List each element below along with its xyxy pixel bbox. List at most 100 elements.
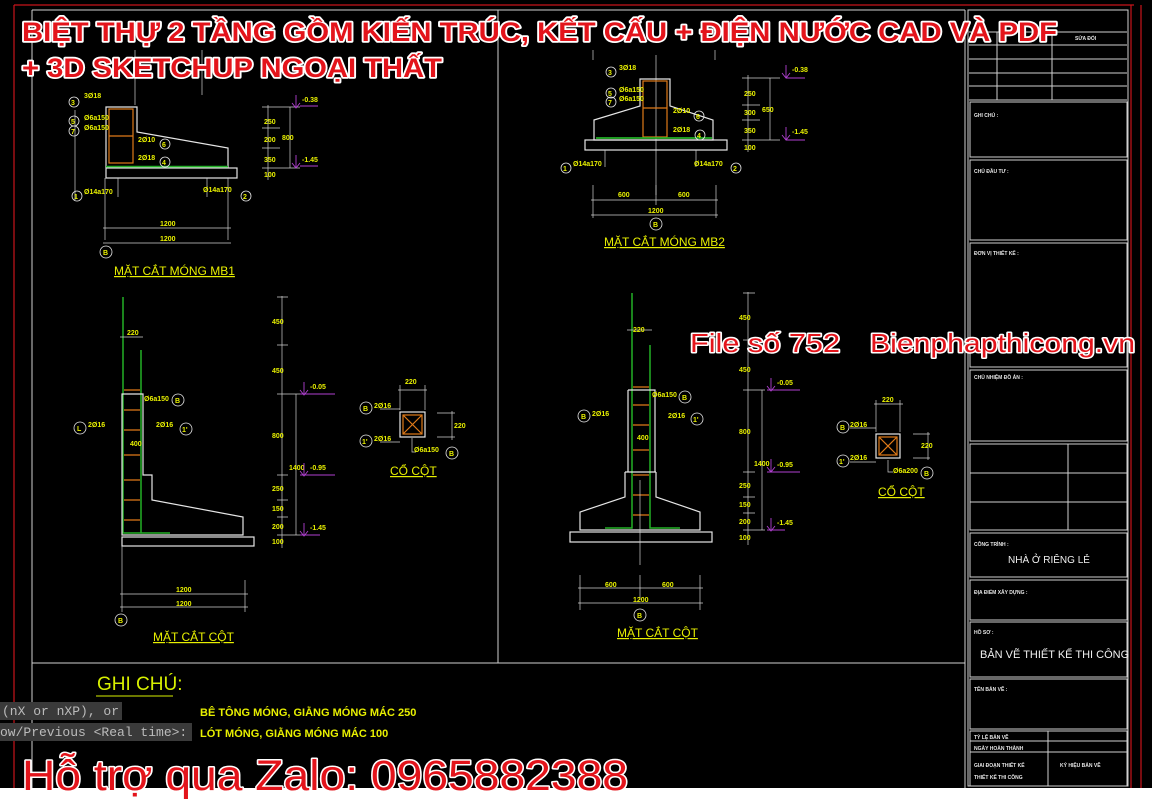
col1-elevation: -0.95: [310, 465, 326, 472]
col1-label: 400: [130, 441, 142, 448]
neck1-mark: 1': [362, 439, 368, 446]
mb1-dim-bottom: 1200: [160, 236, 176, 243]
tb-dossier: BẢN VẼ THIẾT KẾ THI CÔNG: [980, 648, 1129, 661]
mb2-vdim: 300: [744, 110, 756, 117]
col1-mark: 1': [182, 427, 188, 434]
overlay-title-line1: BIỆT THỰ 2 TẦNG GỒM KIẾN TRÚC, KẾT CẤU +…: [22, 16, 1057, 47]
neck1-label: Ø6a150: [414, 447, 439, 454]
mb2-label: Ø6a150: [619, 96, 644, 103]
mb1-mark: 2: [243, 194, 247, 201]
section-mb2[interactable]: 600 600 1200 B MẶT CẮT MÓNG MB2 3 3Ø18 5…: [560, 50, 808, 249]
col1-mark: B: [175, 398, 180, 405]
col2-elevation: -1.45: [777, 520, 793, 527]
mb1-mark: 4: [162, 160, 166, 167]
tb-project-label: CÔNG TRÌNH :: [974, 540, 1009, 548]
command-line[interactable]: (nX or nXP), or ow/Previous <Real time>:: [0, 702, 192, 741]
section-mb1[interactable]: B 1200 1200 MẶT CẮT MÓNG MB1 3 3Ø18 5 Ø6…: [68, 50, 318, 278]
column-neck-2[interactable]: 220 220 B 2Ø16 1' 2Ø16 Ø6a200 B CỔ CỘT: [836, 397, 934, 499]
mb1-mark: 7: [71, 129, 75, 136]
note-item: BÊ TÔNG MÓNG, GIẰNG MÓNG MÁC 250: [200, 706, 416, 719]
tb-investor: CHỦ ĐẦU TƯ :: [974, 168, 1009, 175]
mb1-vdim: 350: [264, 157, 276, 164]
tb-revision: SỬA ĐỔI: [1075, 35, 1097, 42]
section-column-2[interactable]: 600 600 1200 B MẶT CẮT CỘT 220 Ø6a150 B …: [569, 292, 800, 640]
mb1-label: Ø14a170: [84, 189, 113, 196]
tb-manager: CHỦ NHIỆM ĐỒ ÁN :: [974, 373, 1023, 381]
overlay-website: Bienphapthicong.vn: [870, 328, 1135, 358]
mb1-axis: B: [103, 250, 108, 257]
mb2-title: MẶT CẮT MÓNG MB2: [604, 234, 725, 249]
section-column-1[interactable]: 1200 1200 B MẶT CẮT CỘT 220 Ø6a150 B L 2…: [73, 296, 335, 644]
mb1-mark: 6: [162, 142, 166, 149]
mb2-dim: 1200: [648, 208, 664, 215]
mb2-label: 2Ø10: [673, 108, 690, 115]
mb2-mark: 3: [608, 70, 612, 77]
mb2-vdim: 250: [744, 91, 756, 98]
col2-dim: 600: [662, 582, 674, 589]
bottom-strip: [0, 788, 1152, 803]
tb-owner-note: GHI CHÚ :: [974, 112, 999, 119]
neck1-label: 220: [405, 379, 417, 386]
col1-vdim: 450: [272, 368, 284, 375]
mb1-label: 3Ø18: [84, 93, 101, 100]
col1-elevation: -0.05: [310, 384, 326, 391]
col2-mark: B: [682, 395, 687, 402]
col1-label: 220: [127, 330, 139, 337]
note-item: LÓT MÓNG, GIẰNG MÓNG MÁC 100: [200, 727, 388, 740]
neck1-label: 2Ø16: [374, 436, 391, 443]
col1-mark: L: [77, 426, 82, 433]
neck2-mark: B: [840, 425, 845, 432]
col1-title: MẶT CẮT CỘT: [153, 629, 235, 644]
tb-phase2: THIẾT KẾ THI CÔNG: [974, 773, 1023, 781]
notes-heading: GHI CHÚ:: [97, 673, 183, 695]
neck2-title: CỔ CỘT: [878, 484, 925, 499]
col2-elevation: -0.95: [777, 462, 793, 469]
mb2-label: 2Ø18: [673, 127, 690, 134]
neck1-label: 2Ø16: [374, 403, 391, 410]
col2-label: 400: [637, 435, 649, 442]
mb1-mark: 3: [71, 100, 75, 107]
neck2-label: Ø6a200: [893, 468, 918, 475]
mb2-label: Ø14a170: [573, 161, 602, 168]
col1-label: 2Ø16: [88, 422, 105, 429]
col1-label: 2Ø16: [156, 422, 173, 429]
mb1-elevation: -1.45: [302, 157, 318, 164]
col2-vdim: 250: [739, 483, 751, 490]
tb-location: ĐỊA ĐIỂM XÂY DỰNG :: [974, 589, 1028, 596]
neck1-mark: B: [363, 406, 368, 413]
neck1-title: CỔ CỘT: [390, 463, 437, 478]
neck2-label: 220: [921, 443, 933, 450]
col1-dim: 1200: [176, 587, 192, 594]
col2-elevation: -0.05: [777, 380, 793, 387]
mb2-vdim: 350: [744, 128, 756, 135]
col2-label: 2Ø16: [668, 413, 685, 420]
col2-mark: B: [581, 414, 586, 421]
mb2-vdim: 100: [744, 145, 756, 152]
tb-project: NHÀ Ở RIÊNG LẺ: [1008, 553, 1090, 566]
mb1-mark: 1: [74, 194, 78, 201]
col2-vdim: 450: [739, 315, 751, 322]
overlay-title-line2: + 3D SKETCHUP NGOẠI THẤT: [22, 52, 443, 83]
column-neck-1[interactable]: 220 220 B 2Ø16 1' 2Ø16 Ø6a150 B CỔ CỘT: [359, 379, 466, 478]
mb1-label: Ø6a150: [84, 115, 109, 122]
mb1-dim-top: 1200: [160, 221, 176, 228]
mb1-vdim: 100: [264, 172, 276, 179]
mb1-elevation: -0.38: [302, 97, 318, 104]
col1-label: Ø6a150: [144, 396, 169, 403]
col2-axis: B: [637, 613, 642, 620]
mb2-elevation: -0.38: [792, 67, 808, 74]
notes: GHI CHÚ: BÊ TÔNG MÓNG, GIẰNG MÓNG MÁC 25…: [96, 673, 416, 740]
mb2-label: Ø6a150: [619, 87, 644, 94]
mb2-label: Ø14a170: [694, 161, 723, 168]
col1-vdim: 150: [272, 506, 284, 513]
mb1-title: MẶT CẮT MÓNG MB1: [114, 263, 235, 278]
col2-title: MẶT CẮT CỘT: [617, 625, 699, 640]
mb1-vdim: 200: [264, 137, 276, 144]
col2-dim: 1200: [633, 597, 649, 604]
neck2-mark: B: [924, 471, 929, 478]
tb-date: NGÀY HOÀN THÀNH: [974, 745, 1024, 752]
mb1-vdim: 250: [264, 119, 276, 126]
tb-phase: GIAI ĐOẠN THIẾT KẾ: [974, 762, 1025, 769]
mb1-mark: 5: [71, 119, 75, 126]
